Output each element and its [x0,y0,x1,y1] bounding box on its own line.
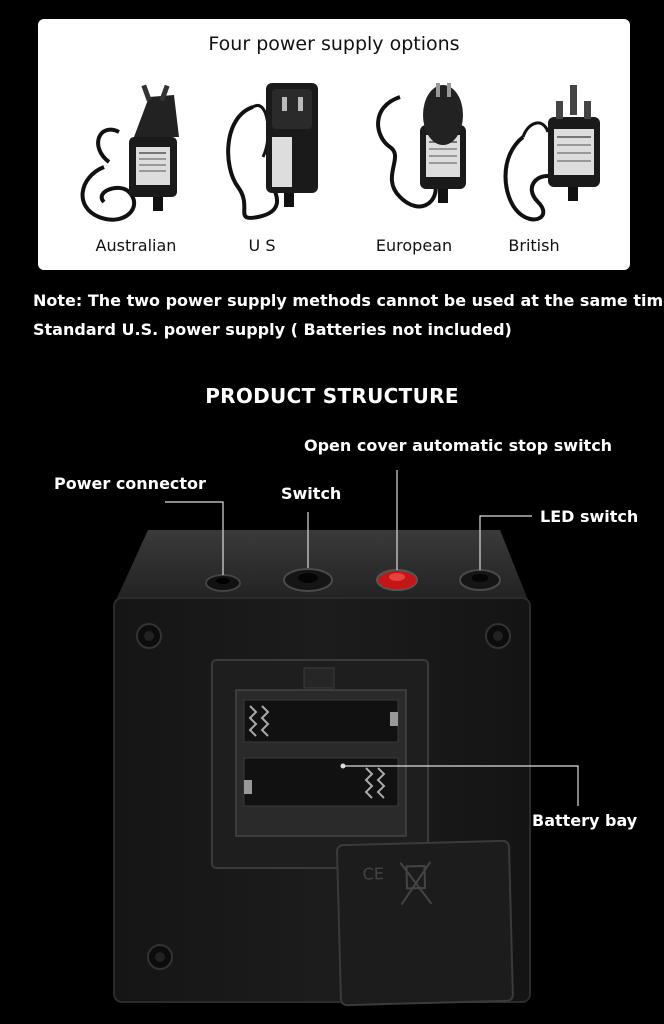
callout-battery-bay: Battery bay [532,811,638,830]
adapter-label-us: U S [248,236,276,255]
callout-power-connector: Power connector [54,474,206,493]
us-adapter-image [226,83,318,220]
callout-open-cover-switch: Open cover automatic stop switch [304,436,613,455]
adapter-label-british: British [508,236,560,255]
adapter-label-australian: Australian [95,236,177,255]
battery-cover: CE [336,839,514,1007]
british-adapter-image [503,85,600,222]
adapter-label-european: European [375,236,453,255]
section-title: PRODUCT STRUCTURE [205,384,459,408]
panel-title: Four power supply options [208,33,460,55]
note-line-2: Standard U.S. power supply ( Batteries n… [33,320,512,339]
svg-text:CE: CE [362,864,384,884]
callout-led-switch: LED switch [540,507,639,526]
note-line-1: Note: The two power supply methods canno… [33,291,664,310]
power-options-panel: Four power supply options [38,19,630,270]
european-adapter-image [376,83,466,209]
australian-adapter-image [80,84,179,222]
callout-switch: Switch [281,484,342,503]
